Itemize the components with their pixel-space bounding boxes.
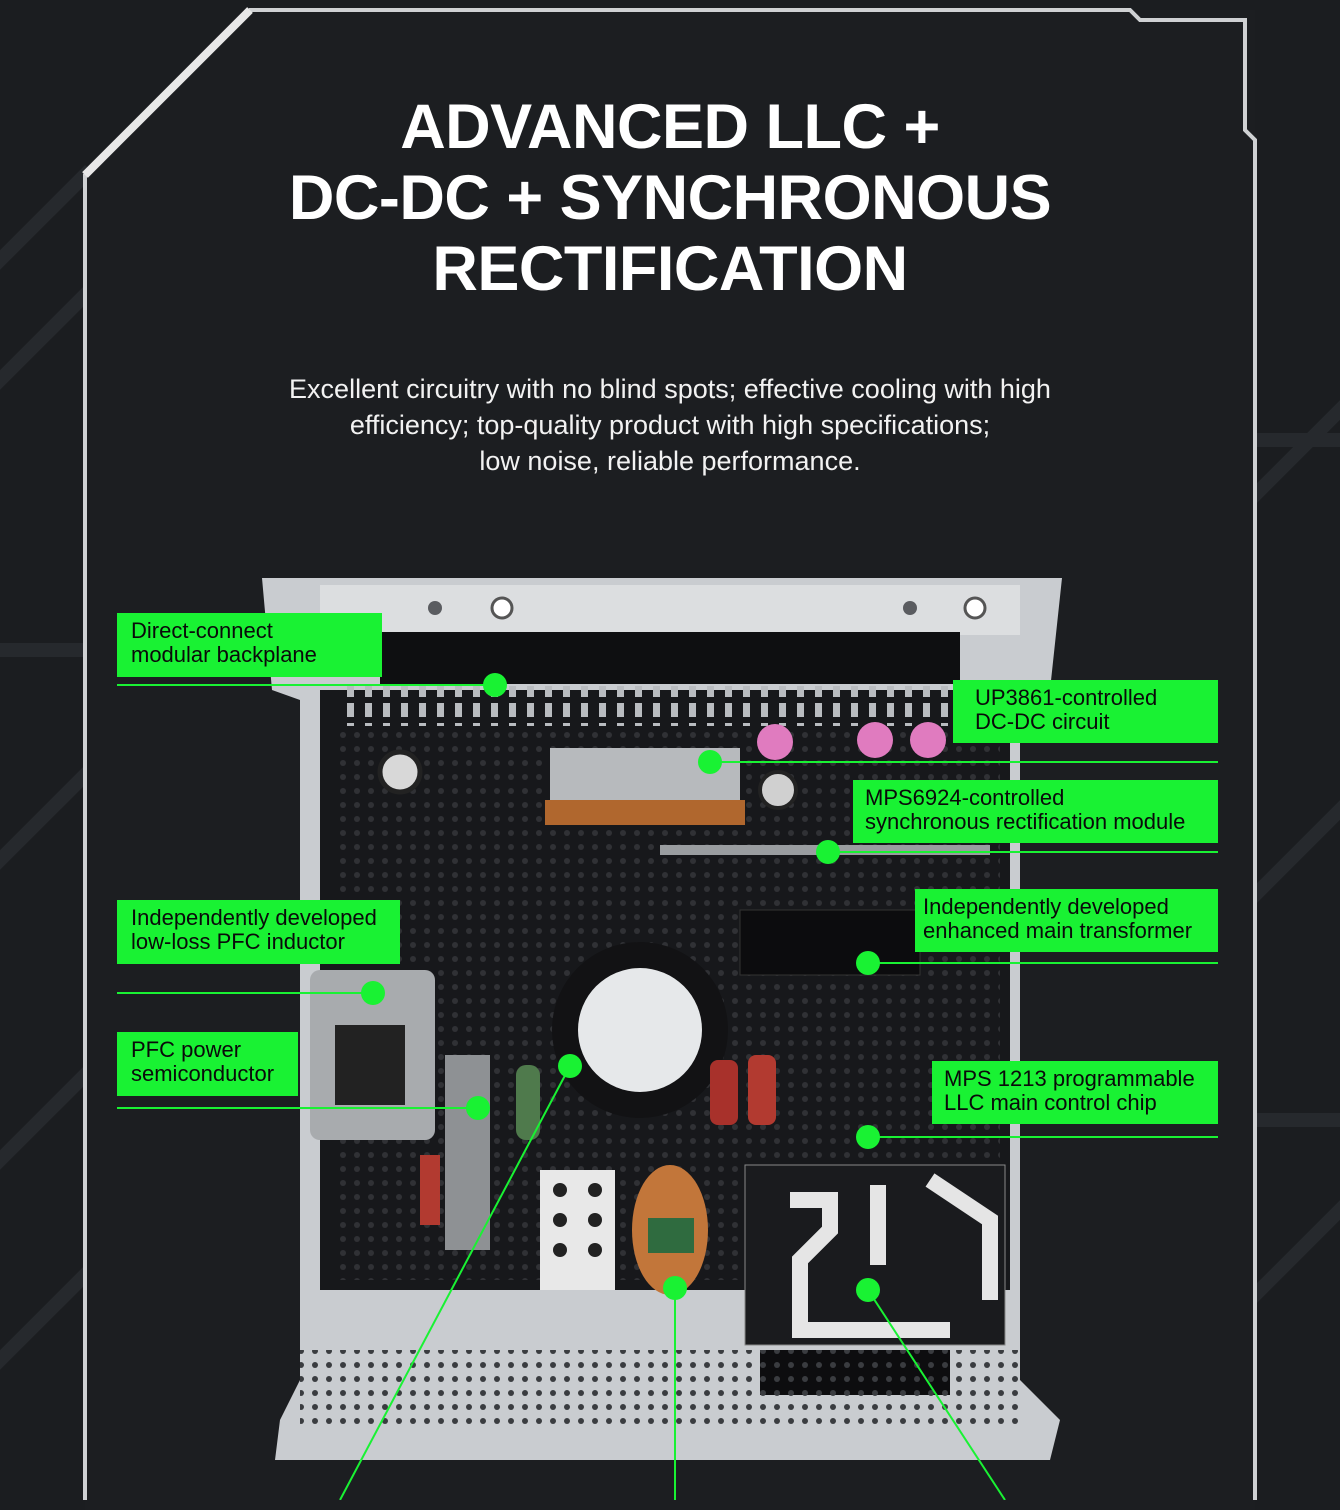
subtitle-line: low noise, reliable performance. — [479, 446, 861, 476]
callout-line: Direct-connect — [131, 618, 273, 643]
callout-line: UP3861-controlled — [975, 685, 1158, 710]
callout-line: low-loss PFC inductor — [131, 929, 345, 954]
callout-line: MPS 1213 programmable — [944, 1066, 1195, 1091]
callout-line: DC-DC circuit — [975, 709, 1110, 734]
callout-line: enhanced main transformer — [923, 918, 1193, 943]
callout-line: Independently developed — [923, 894, 1169, 919]
title-line: DC-DC + SYNCHRONOUS — [288, 163, 1052, 233]
title-line: ADVANCED LLC + — [400, 92, 940, 162]
page-title: ADVANCED LLC + DC-DC + SYNCHRONOUS RECTI… — [0, 92, 1340, 305]
callout-line: modular backplane — [131, 642, 317, 667]
subtitle-line: efficiency; top-quality product with hig… — [349, 410, 991, 440]
title-line: RECTIFICATION — [432, 234, 908, 304]
callout-line: semiconductor — [131, 1061, 275, 1086]
callout-line: MPS6924-controlled — [865, 785, 1065, 810]
subtitle: Excellent circuitry with no blind spots;… — [0, 371, 1340, 479]
callout-line: synchronous rectification module — [865, 809, 1186, 834]
subtitle-line: Excellent circuitry with no blind spots;… — [289, 374, 1051, 404]
callout-line: LLC main control chip — [944, 1090, 1157, 1115]
callout-line: PFC power — [131, 1037, 242, 1062]
callout-line: Independently developed — [131, 905, 377, 930]
